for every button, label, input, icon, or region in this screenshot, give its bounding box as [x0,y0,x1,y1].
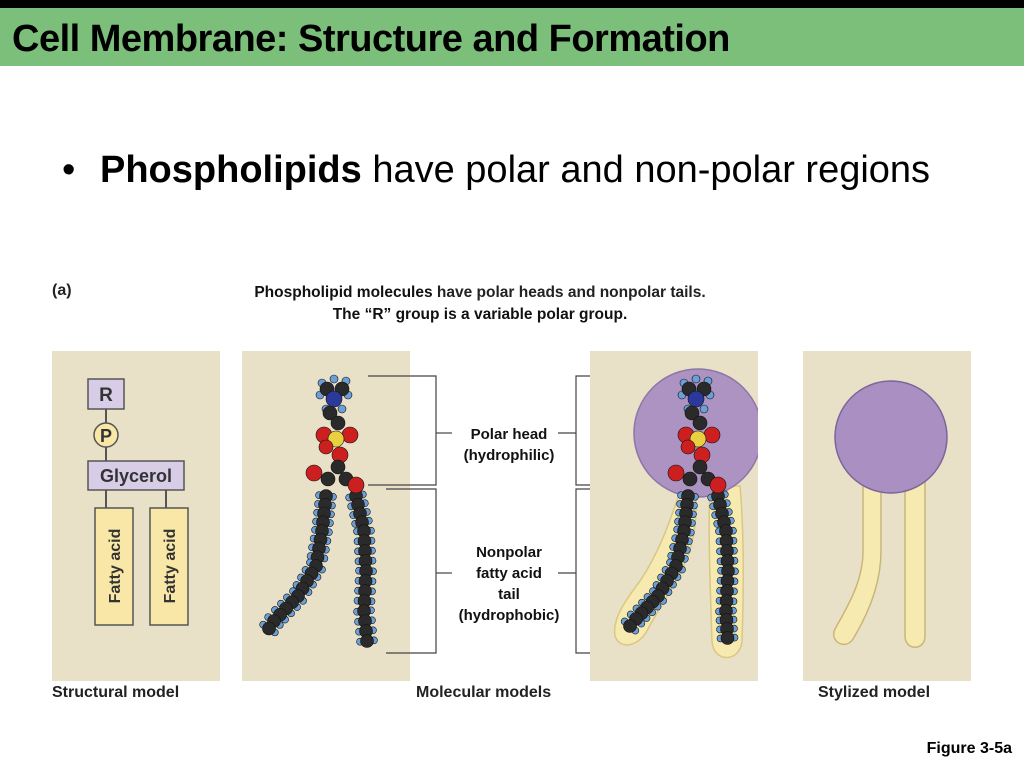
caption-bold: Phospholipid molecules [254,284,433,301]
mol2-tail-left-carbon-atom [623,619,637,633]
panel-letter: (a) [52,282,72,299]
label-molecular-models: Molecular models [416,684,552,701]
figure-caption: Phospholipid molecules have polar heads … [140,282,820,326]
mol1-head-hydrogen-atom [337,404,347,414]
mol1-head-hydrogen-atom [329,374,339,384]
structural-model-panel: R P Glycerol Fatty acid Fatty acid [52,351,220,681]
mol2-head-hydrogen-atom [699,404,709,414]
overlay-model-panel [590,351,763,681]
stylized-tail-right [904,460,926,648]
mol1-tail-right-carbon-atom [360,634,374,648]
phosphate-circle [93,422,119,448]
glycerol-box [87,460,185,491]
title-bar: Cell Membrane: Structure and Formation [0,0,1024,66]
mol1-head-oxygen-atom [347,476,365,494]
slide-title: Cell Membrane: Structure and Formation [12,18,730,60]
mol1-head-oxygen-atom [305,464,323,482]
bullet-marker: • [62,149,76,191]
structural-model-diagram: R P Glycerol Fatty acid Fatty acid [87,378,189,626]
tail-line1: Nonpolar [476,544,542,561]
overlay-molecule [613,368,763,659]
tail-line3: tail [498,586,520,603]
mol2-head-carbon-atom [692,415,708,431]
stylized-tail-left [832,460,882,646]
fatty-acid-label-1: Fatty acid [107,529,124,604]
glycerol-label: Glycerol [100,466,172,486]
mol2-head-hydrogen-atom [691,374,701,384]
mol1-head-carbon-atom [330,459,346,475]
stylized-model-panel [803,351,971,681]
tail-label: Nonpolar fatty acid tail (hydrophobic) [445,542,573,626]
mol2-head-carbon-atom [692,459,708,475]
mol1-head-oxygen-atom [318,439,334,455]
mol1-head-nitrogen-atom [325,390,343,408]
bullet-text: Phospholipids have polar and non-polar r… [100,145,940,195]
mol1-head-oxygen-atom [341,426,359,444]
mol1-head-carbon-atom [320,471,336,487]
mol2-head-carbon-atom [682,471,698,487]
stylized-phospholipid [832,380,948,648]
figure-number: Figure 3-5a [926,740,1012,757]
fatty-acid-box-1 [94,507,134,626]
mol2-head-carbon-atom [684,405,700,421]
caption-line2: The “R” group is a variable polar group. [332,306,628,323]
left-bracket-tail [386,488,437,654]
caption-rest: have polar heads and nonpolar tails. [432,284,706,301]
r-group-label: R [99,385,113,406]
phosphate-label: P [100,426,112,446]
r-group-box [87,378,125,410]
polar-head-label: Polar head (hydrophilic) [445,424,573,466]
tail-line4: (hydrophobic) [458,607,560,624]
mol1-head-carbon-atom [330,415,346,431]
mol2-head-nitrogen-atom [687,390,705,408]
molecular-model-panel [242,351,410,681]
tail-line2: fatty acid [476,565,542,582]
bullet-rest: have polar and non-polar regions [361,149,931,191]
mol2-head-oxygen-atom [709,476,727,494]
label-structural-model: Structural model [52,684,180,701]
polar-head-line2: (hydrophilic) [463,447,555,464]
mol1-head-carbon-atom [322,405,338,421]
mol2-tail-right-carbon-atom [720,631,735,645]
fatty-acid-label-2: Fatty acid [162,529,179,604]
fatty-acid-box-2 [149,507,189,626]
overlay-atoms [620,374,739,645]
polar-head-line1: Polar head [470,426,548,443]
label-stylized-model: Stylized model [818,684,931,701]
stylized-head [834,380,948,494]
left-bracket-head [368,375,437,486]
mol2-head-oxygen-atom [703,426,721,444]
space-filling-molecule [259,374,378,648]
mol1-tail-left-carbon-atom [262,621,276,636]
bullet-bold-term: Phospholipids [100,149,362,191]
mol2-head-oxygen-atom [680,439,696,455]
mol2-head-oxygen-atom [667,464,685,482]
